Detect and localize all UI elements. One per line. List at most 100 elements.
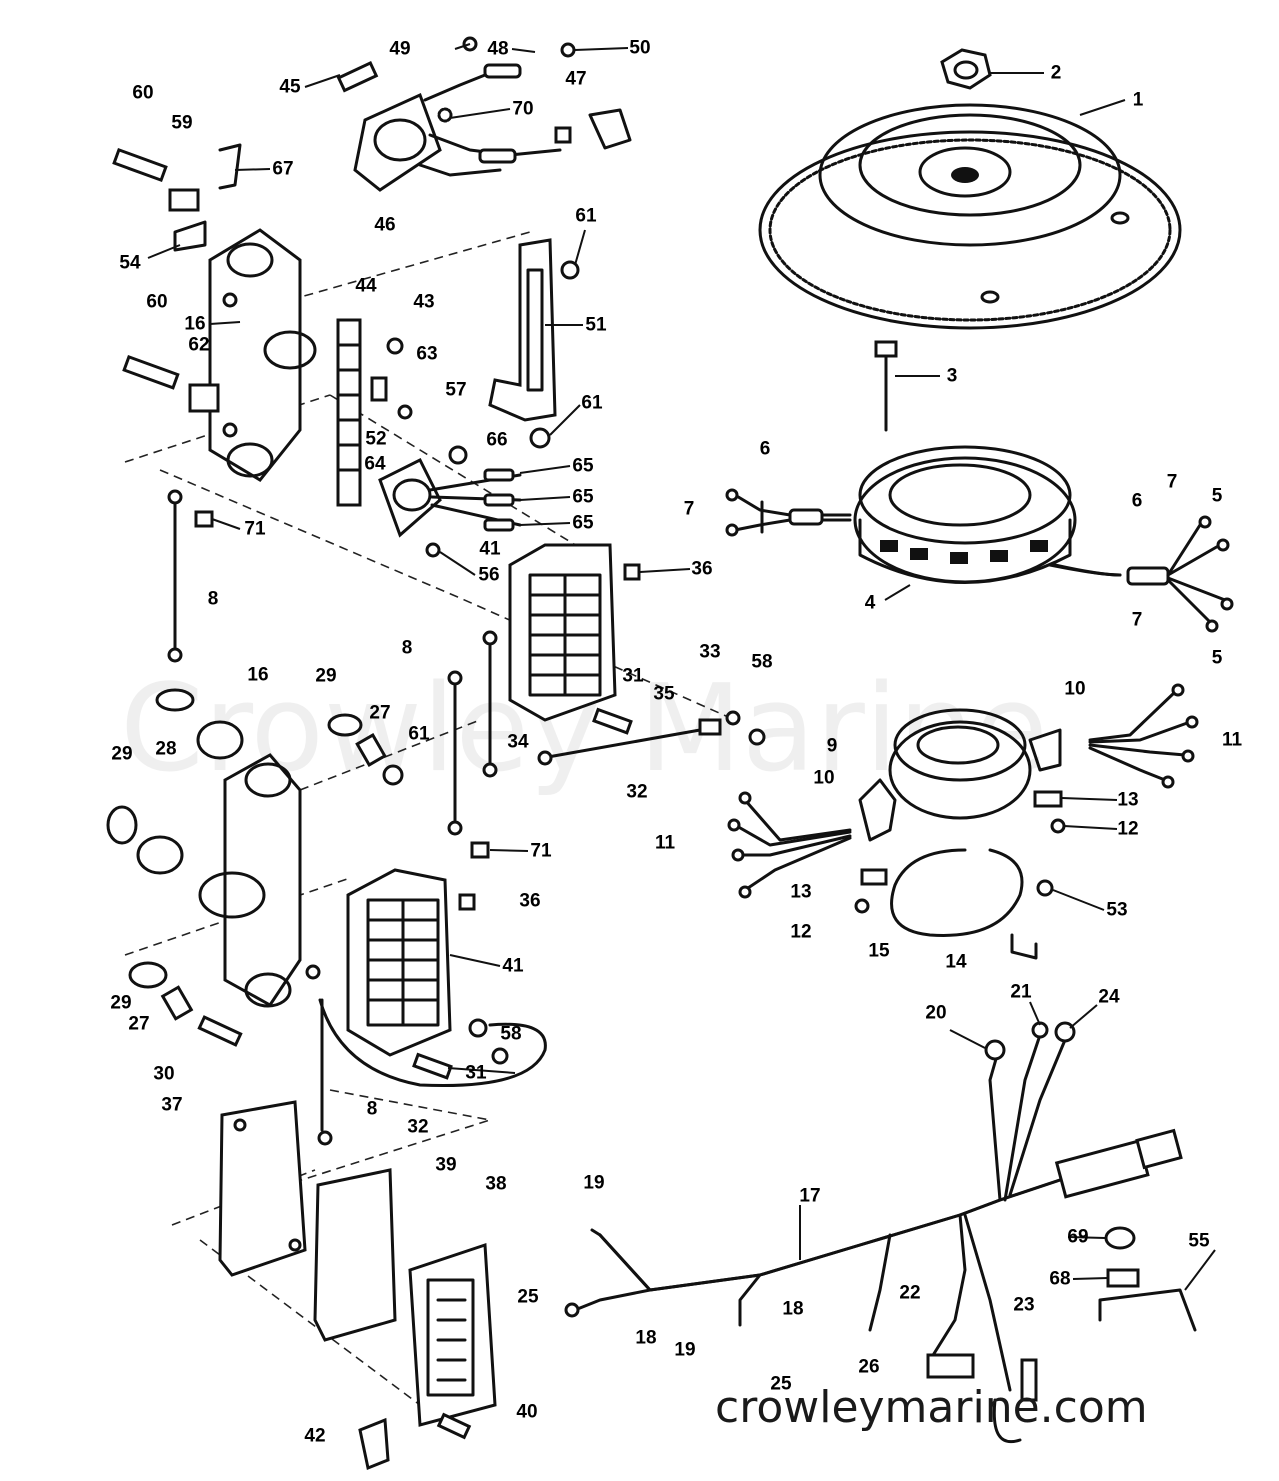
flywheel <box>758 103 1182 330</box>
callout-label: 30 <box>153 1064 174 1085</box>
callout-label: 61 <box>581 393 603 414</box>
callout-label: 52 <box>365 429 386 450</box>
callout-label: 2 <box>1051 63 1062 84</box>
callout-label: 24 <box>1098 987 1120 1008</box>
callout-label: 7 <box>684 499 695 520</box>
callout-label: 3 <box>947 366 958 387</box>
callout-label: 7 <box>1167 472 1178 493</box>
callout-label: 59 <box>171 113 192 134</box>
callout-label: 64 <box>364 454 386 475</box>
callout-label: 37 <box>161 1095 182 1116</box>
callout-label: 60 <box>132 83 153 104</box>
callout-label: 1 <box>1133 90 1144 111</box>
stator <box>853 445 1122 584</box>
callout-label: 48 <box>487 39 508 60</box>
callout-label: 46 <box>374 215 395 236</box>
callout-label: 11 <box>1222 730 1243 751</box>
callout-label: 16 <box>184 314 205 335</box>
callout-label: 25 <box>770 1374 792 1395</box>
trigger-leads-left <box>727 791 852 899</box>
callout-label: 29 <box>111 744 132 765</box>
callout-label: 25 <box>517 1287 539 1308</box>
callout-label: 13 <box>1117 790 1138 811</box>
callout-label: 70 <box>512 99 533 120</box>
callout-label: 71 <box>244 519 266 540</box>
callout-label: 8 <box>402 638 413 659</box>
stator-right-leads <box>1126 515 1234 633</box>
callout-label: 42 <box>304 1426 325 1447</box>
site-url: crowleymarine.com <box>715 1382 1148 1433</box>
callout-label: 27 <box>128 1014 149 1035</box>
flywheel-nut <box>940 48 992 90</box>
callout-labels: 1234556677788891010111112121313141516161… <box>110 38 1242 1447</box>
callout-label: 21 <box>1010 982 1032 1003</box>
callout-label: 18 <box>782 1299 803 1320</box>
callout-label: 10 <box>1064 679 1085 700</box>
callout-label: 8 <box>208 589 219 610</box>
callout-label: 54 <box>119 253 141 274</box>
callout-label: 51 <box>585 315 607 336</box>
stator-left-leads <box>725 488 852 537</box>
callout-label: 17 <box>799 1186 820 1207</box>
callout-label: 61 <box>575 206 597 227</box>
callout-label: 29 <box>110 993 131 1014</box>
ground-straps <box>167 489 498 859</box>
callout-label: 19 <box>583 1173 604 1194</box>
callout-label: 12 <box>1117 819 1138 840</box>
callout-label: 14 <box>945 952 967 973</box>
callout-label: 57 <box>445 380 466 401</box>
callout-label: 7 <box>1132 610 1143 631</box>
small-clips <box>854 790 1066 960</box>
callout-label: 65 <box>572 513 594 534</box>
callout-label: 31 <box>465 1063 487 1084</box>
callout-label: 63 <box>416 344 437 365</box>
callout-label: 16 <box>247 665 268 686</box>
callout-label: 65 <box>572 487 594 508</box>
callout-label: 39 <box>435 1155 456 1176</box>
callout-label: 50 <box>629 38 650 59</box>
upper-power-pack <box>508 543 641 722</box>
trigger-leads-right <box>1088 683 1199 789</box>
callout-label: 36 <box>691 559 712 580</box>
callout-label: 27 <box>369 703 390 724</box>
callout-label: 22 <box>899 1283 920 1304</box>
callout-label: 4 <box>865 593 876 614</box>
callout-label: 40 <box>516 1402 537 1423</box>
callout-label: 55 <box>1188 1231 1210 1252</box>
callout-label: 62 <box>188 335 209 356</box>
callout-label: 44 <box>355 276 377 297</box>
callout-label: 60 <box>146 292 167 313</box>
stator-bolt <box>874 340 898 432</box>
callout-label: 58 <box>500 1024 521 1045</box>
callout-label: 66 <box>486 430 507 451</box>
callout-label: 28 <box>155 739 176 760</box>
callout-label: 31 <box>622 666 644 687</box>
lower-link-hardware <box>305 964 547 1146</box>
callout-label: 26 <box>858 1357 879 1378</box>
callout-label: 67 <box>272 159 293 180</box>
callout-label: 41 <box>479 539 501 560</box>
callout-label: 71 <box>530 841 552 862</box>
lower-right-hardware <box>1098 1226 1197 1332</box>
callout-label: 69 <box>1067 1227 1088 1248</box>
callout-label: 65 <box>572 456 594 477</box>
callout-label: 35 <box>653 684 675 705</box>
cover-plates <box>218 1100 497 1471</box>
callout-label: 45 <box>279 77 301 98</box>
callout-label: 56 <box>478 565 499 586</box>
callout-label: 32 <box>626 782 647 803</box>
callout-label: 6 <box>760 439 771 460</box>
callout-label: 29 <box>315 666 336 687</box>
callout-label: 12 <box>790 922 811 943</box>
callout-label: 47 <box>565 69 586 90</box>
upper-coil-bracket <box>208 228 317 482</box>
retaining-ring <box>890 848 1024 937</box>
timer-base <box>858 708 1062 842</box>
callout-label: 20 <box>925 1003 946 1024</box>
callout-label: 11 <box>655 833 676 854</box>
lower-power-pack <box>346 868 476 1057</box>
callout-label: 58 <box>751 652 772 673</box>
callout-label: 53 <box>1106 900 1127 921</box>
lower-coil-bracket <box>106 688 404 1047</box>
